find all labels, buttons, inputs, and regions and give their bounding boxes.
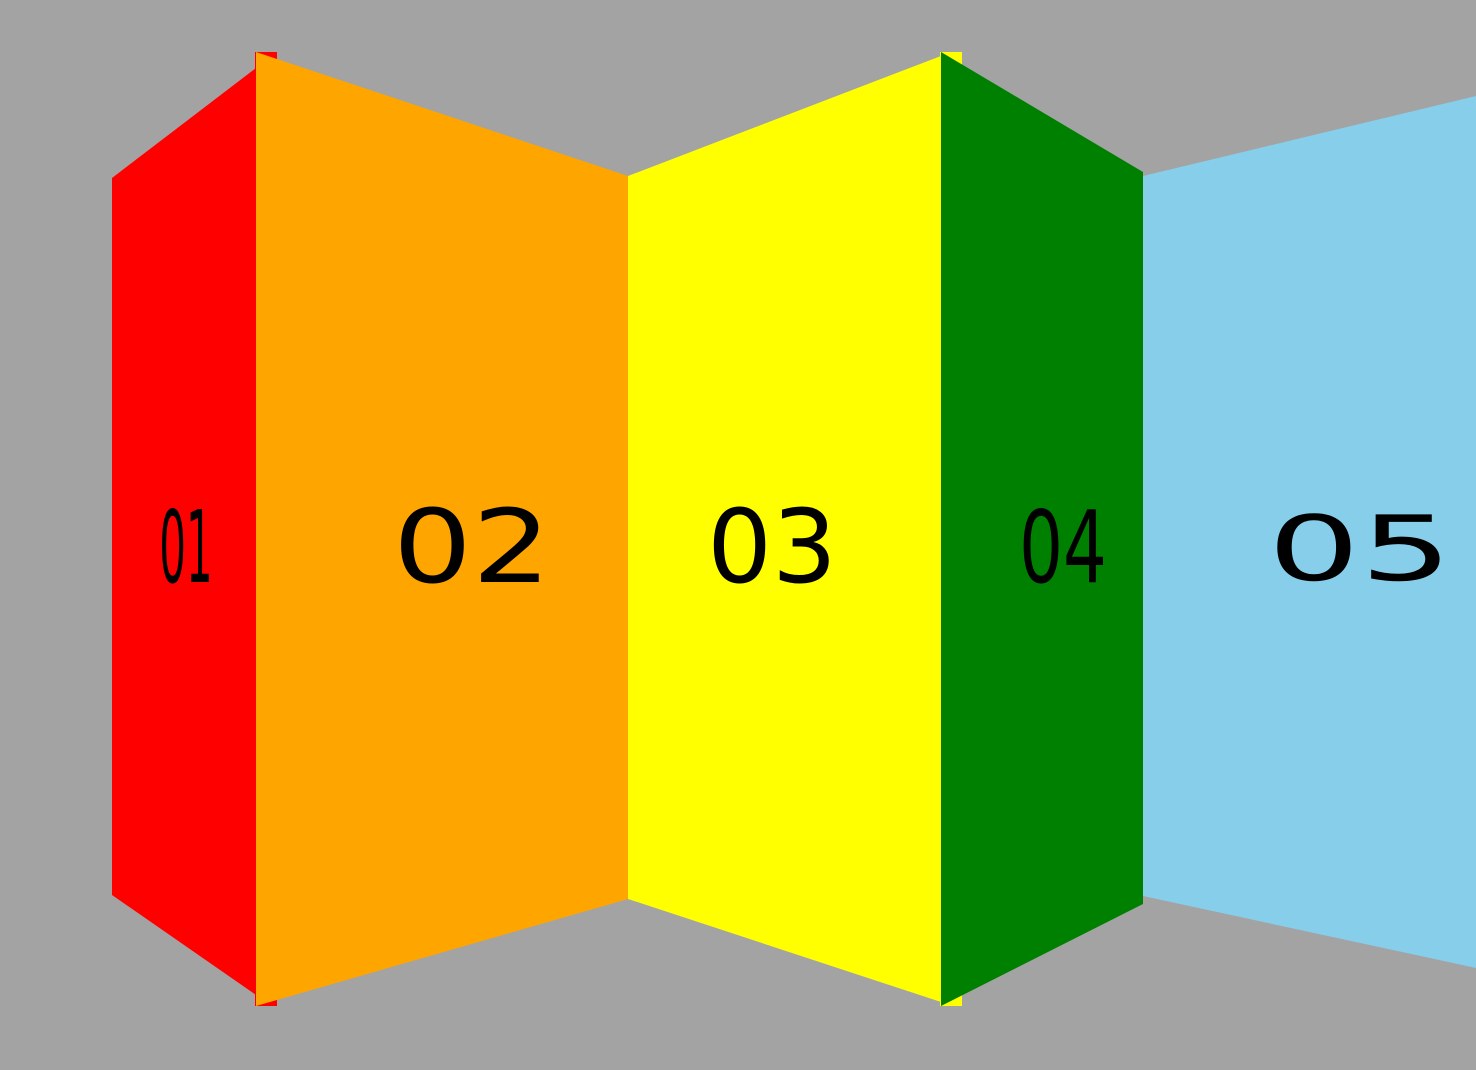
panel-3-face [628, 56, 941, 1002]
panel-5[interactable]: 05 [1143, 96, 1476, 968]
panel-5-face [1143, 96, 1476, 968]
panel-5-label: 05 [1268, 497, 1452, 601]
panel-2[interactable]: 02 [256, 52, 628, 1006]
panel-3[interactable]: 03 [628, 56, 941, 1002]
panel-2-label: 02 [393, 487, 551, 606]
panel-4-face [941, 52, 1143, 1006]
panel-1-label: 01 [159, 491, 212, 607]
panel-1[interactable]: 01 [112, 68, 256, 995]
panel-4[interactable]: 04 [941, 52, 1143, 1006]
panel-1-face [112, 68, 256, 995]
panel-2-face [256, 52, 628, 1006]
panel-4-label: 04 [1019, 490, 1107, 606]
panel-3-label: 03 [707, 488, 837, 607]
